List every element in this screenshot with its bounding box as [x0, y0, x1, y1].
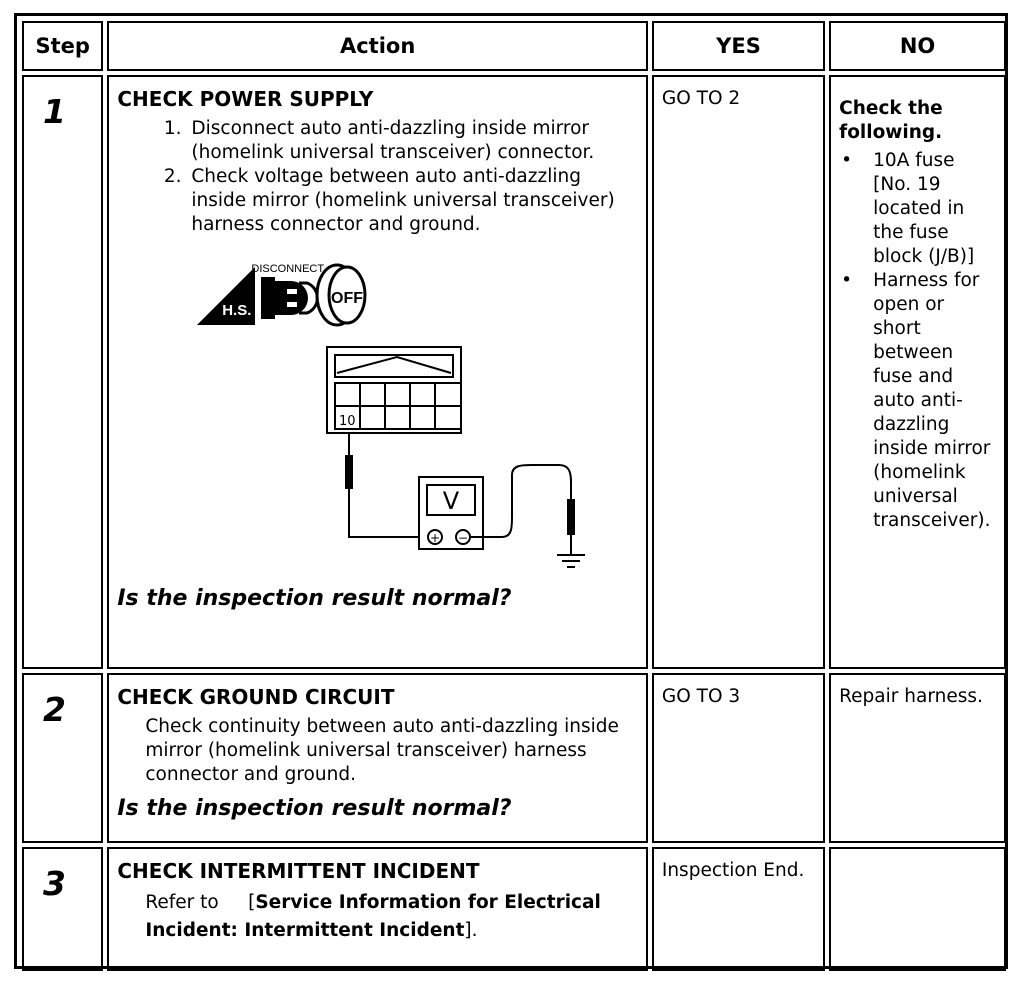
step-number: 2 [43, 690, 66, 729]
action-cell: CHECK INTERMITTENT INCIDENT Refer to [Se… [107, 847, 648, 971]
yes-cell: GO TO 2 [651, 75, 826, 669]
step-title: CHECK INTERMITTENT INCIDENT [117, 859, 480, 883]
harness-side-icon: H.S. [197, 267, 256, 325]
disconnect-label: DISCONNECT [251, 263, 325, 275]
circuit-diagram: OFF 10 [261, 263, 586, 568]
step-number: 1 [43, 92, 66, 131]
refer-label: Refer to [145, 892, 219, 913]
reference-link[interactable]: Service Information for Electrical Incid… [145, 892, 601, 941]
no-list: 10A fuse [No. 19 located in the fuse blo… [839, 149, 996, 533]
instruction-text: Check continuity between auto anti-dazzl… [145, 716, 619, 785]
harness-connector: 10 [326, 346, 463, 434]
bracket-close: ]. [464, 920, 478, 941]
header-no: NO [829, 21, 1006, 71]
ground-symbol [557, 554, 586, 568]
step-cell: 2 [22, 673, 104, 843]
svg-text:−: − [458, 531, 468, 545]
instruction-list: Disconnect auto anti-dazzling inside mir… [117, 117, 638, 237]
no-cell: Check the following. 10A fuse [No. 19 lo… [829, 75, 1006, 669]
yes-cell: Inspection End. [651, 847, 826, 971]
header-yes: YES [651, 21, 826, 71]
step-cell: 1 [22, 75, 104, 669]
step-number: 3 [43, 864, 66, 903]
instruction-item: Disconnect auto anti-dazzling inside mir… [187, 117, 638, 165]
no-header: Check the following. [839, 98, 943, 143]
reference-text: Refer to [Service Information for Electr… [117, 889, 638, 945]
no-item: Harness for open or short between fuse a… [841, 269, 996, 533]
table-row: 1 CHECK POWER SUPPLY Disconnect auto ant… [22, 75, 1006, 669]
ignition-off-icon: OFF [315, 263, 367, 327]
instruction-item: Check voltage between auto anti-dazzling… [187, 165, 638, 237]
voltage-check-figure: H.S. DISCONNECT [187, 237, 587, 587]
voltmeter: V + − [418, 476, 485, 550]
header-row: Step Action YES NO [22, 21, 1006, 71]
connector-plug-icon [261, 277, 320, 319]
step-cell: 3 [22, 847, 104, 971]
header-action: Action [107, 21, 648, 71]
no-item: 10A fuse [No. 19 located in the fuse blo… [841, 149, 996, 269]
inspection-question: Is the inspection result normal? [117, 586, 512, 611]
svg-text:V: V [443, 487, 460, 515]
step-title: CHECK GROUND CIRCUIT [117, 685, 395, 709]
table-row: 2 CHECK GROUND CIRCUIT Check continuity … [22, 673, 1006, 843]
action-cell: CHECK POWER SUPPLY Disconnect auto anti-… [107, 75, 648, 669]
svg-text:10: 10 [339, 414, 356, 429]
step-title: CHECK POWER SUPPLY [117, 87, 374, 111]
inspection-question: Is the inspection result normal? [117, 796, 512, 821]
no-cell: Repair harness. [829, 673, 1006, 843]
table-row: 3 CHECK INTERMITTENT INCIDENT Refer to [… [22, 847, 1006, 971]
no-cell [829, 847, 1006, 971]
bracket-open: [ [248, 892, 256, 913]
yes-cell: GO TO 3 [651, 673, 826, 843]
action-cell: CHECK GROUND CIRCUIT Check continuity be… [107, 673, 648, 843]
diagnosis-table: Step Action YES NO 1 CHECK POWER SUPPLY … [18, 17, 1010, 975]
svg-text:+: + [430, 531, 440, 545]
table-frame [14, 13, 1008, 969]
header-step: Step [22, 21, 104, 71]
svg-text:OFF: OFF [331, 290, 363, 307]
